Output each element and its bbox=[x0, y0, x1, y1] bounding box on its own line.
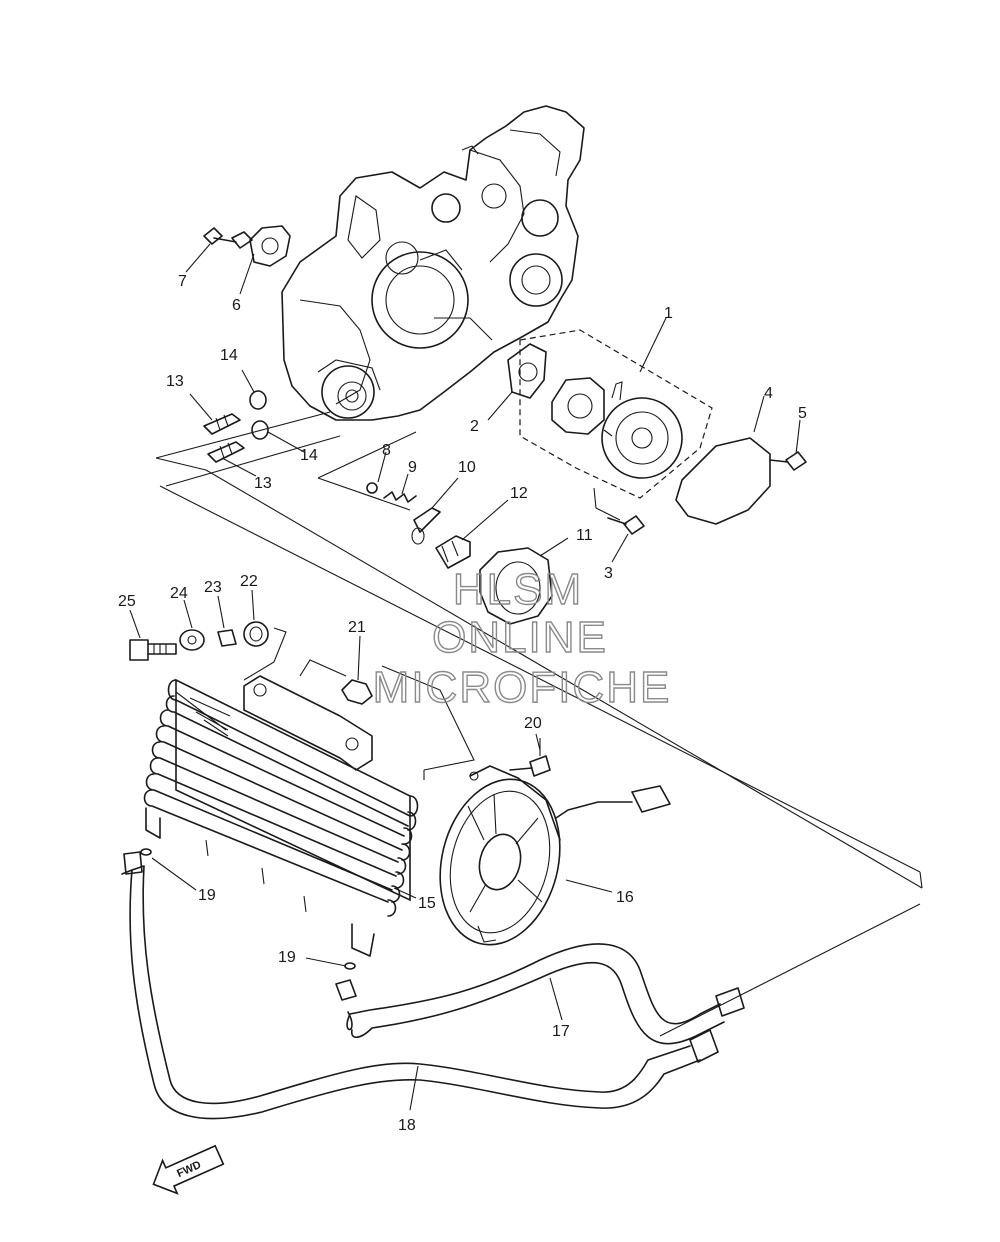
bracket-reference-frame bbox=[243, 627, 475, 780]
watermark-line-1: HLSM bbox=[453, 565, 583, 614]
callout-13-lower: 13 bbox=[254, 475, 272, 492]
callout-11: 11 bbox=[576, 527, 593, 544]
callout-8: 8 bbox=[382, 442, 391, 459]
o-rings-19 bbox=[140, 848, 356, 970]
callout-24: 24 bbox=[170, 585, 188, 602]
leader-lines-top bbox=[185, 243, 801, 563]
oil-cooler-15 bbox=[143, 678, 419, 957]
bolt-25 bbox=[129, 639, 177, 661]
filter-housing-11 bbox=[479, 547, 553, 625]
spring-9 bbox=[383, 491, 417, 503]
bolt-7 bbox=[203, 227, 237, 245]
callout-18: 18 bbox=[398, 1117, 416, 1134]
pump-cover-4 bbox=[675, 437, 771, 525]
cooler-bracket bbox=[243, 675, 373, 771]
bolt-3 bbox=[607, 515, 645, 535]
callout-23: 23 bbox=[204, 579, 222, 596]
callout-25: 25 bbox=[118, 593, 136, 610]
collar-23 bbox=[217, 629, 237, 647]
washers-14 bbox=[249, 390, 269, 440]
callout-4: 4 bbox=[764, 385, 773, 402]
fwd-direction-arrow: FWD bbox=[152, 1144, 225, 1195]
callout-19-left: 19 bbox=[198, 887, 216, 904]
callout-22: 22 bbox=[240, 573, 258, 590]
clip-10 bbox=[411, 507, 441, 545]
hose-18 bbox=[121, 851, 719, 1120]
callout-5: 5 bbox=[798, 405, 807, 422]
watermark-line-3: MICROFICHE bbox=[373, 663, 672, 712]
callout-12: 12 bbox=[510, 485, 528, 502]
cooling-fan-16 bbox=[439, 765, 671, 946]
bolt-5 bbox=[769, 451, 807, 471]
callout-14-upper: 14 bbox=[220, 347, 238, 364]
callout-3: 3 bbox=[604, 565, 613, 582]
callout-13-upper: 13 bbox=[166, 373, 184, 390]
callout-21: 21 bbox=[348, 619, 366, 636]
gasket-2 bbox=[507, 343, 547, 399]
oil-strainer-cover bbox=[231, 225, 291, 267]
callout-15: 15 bbox=[418, 895, 436, 912]
grommet-22 bbox=[243, 621, 269, 647]
callout-10: 10 bbox=[458, 459, 476, 476]
callout-9: 9 bbox=[408, 459, 417, 476]
hose-17 bbox=[335, 943, 745, 1045]
reference-lines bbox=[155, 411, 923, 1037]
nut-21 bbox=[341, 679, 373, 705]
callout-2: 2 bbox=[470, 418, 479, 435]
watermark: HLSM ONLINE MICROFICHE bbox=[372, 564, 672, 712]
crankcase bbox=[281, 105, 585, 421]
union-bolts-13 bbox=[203, 413, 245, 463]
callout-16: 16 bbox=[616, 889, 634, 906]
callout-20: 20 bbox=[524, 715, 542, 732]
callout-1: 1 bbox=[664, 305, 673, 322]
callout-labels: 1 2 3 4 5 6 7 8 9 10 11 12 13 13 14 14 1… bbox=[118, 273, 807, 1134]
oil-pump-assembly bbox=[519, 329, 713, 499]
callout-14-lower: 14 bbox=[300, 447, 318, 464]
collar-24 bbox=[179, 629, 205, 651]
relief-valve-12 bbox=[435, 535, 471, 569]
callout-17: 17 bbox=[552, 1023, 570, 1040]
watermark-line-2: ONLINE bbox=[432, 613, 608, 662]
ball-8 bbox=[366, 482, 378, 494]
callout-19-middle: 19 bbox=[278, 949, 296, 966]
leader-lines-bottom bbox=[129, 589, 613, 1111]
callout-7: 7 bbox=[178, 273, 187, 290]
bolt-20 bbox=[509, 738, 551, 777]
callout-6: 6 bbox=[232, 297, 241, 314]
